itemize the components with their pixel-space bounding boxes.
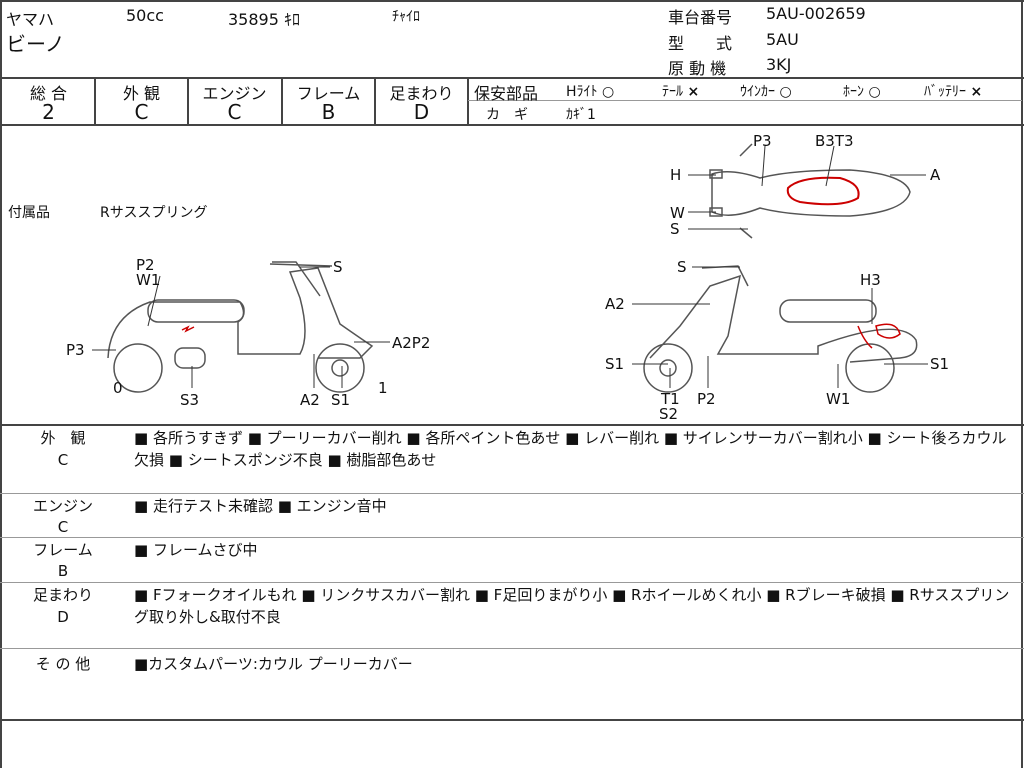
grade-exterior-label: 外 観 bbox=[122, 84, 161, 103]
safety-item-name: Hﾗｲﾄ bbox=[566, 84, 598, 100]
section-engine-grade: C bbox=[57, 518, 69, 536]
frame-no-label: 車台番号 bbox=[668, 8, 733, 27]
safety-headlight: Hﾗｲﾄ ○ bbox=[566, 81, 614, 101]
safety-tail: ﾃｰﾙ × bbox=[662, 81, 699, 101]
label-0: 0 bbox=[113, 379, 123, 397]
maker: ヤマハ bbox=[6, 10, 55, 29]
section-engine-text: ■ 走行テスト未確認 ■ エンジン音中 bbox=[134, 497, 387, 515]
section-suspension-label: 足まわり bbox=[32, 586, 93, 604]
label-p3: P3 bbox=[753, 132, 772, 150]
frame-no: 5AU-002659 bbox=[766, 4, 866, 23]
grade-overall-label: 総 合 bbox=[29, 84, 68, 103]
label-w: W bbox=[670, 204, 685, 222]
label-a2: A2 bbox=[300, 391, 320, 409]
section-other-label: そ の 他 bbox=[35, 655, 91, 673]
grade-suspension-label: 足まわり bbox=[389, 84, 454, 103]
safety-item-name: ﾎｰﾝ bbox=[843, 84, 864, 100]
label-w1: W1 bbox=[826, 390, 850, 408]
scooter-right-side bbox=[643, 265, 918, 393]
grade-engine-label: エンジン bbox=[202, 84, 267, 103]
label-b3t3: B3T3 bbox=[815, 132, 854, 150]
section-engine-label: エンジン bbox=[32, 497, 93, 515]
label-t1: T1 bbox=[660, 390, 680, 408]
label-w1: W1 bbox=[136, 271, 160, 289]
grade-exterior-value: C bbox=[134, 100, 149, 124]
section-other-text: ■カスタムパーツ:カウル プーリーカバー bbox=[134, 655, 413, 673]
key-value: ｶｷﾞ1 bbox=[566, 107, 596, 123]
label-s: S bbox=[677, 258, 687, 276]
scooter-top-view bbox=[709, 143, 911, 239]
section-frame-grade: B bbox=[57, 562, 69, 580]
safety-horn: ﾎｰﾝ ○ bbox=[843, 81, 881, 101]
label-h: H bbox=[670, 166, 681, 184]
safety-item-name: ﾊﾞｯﾃﾘｰ bbox=[924, 84, 966, 100]
safety-winker: ｳｲﾝｶｰ ○ bbox=[740, 81, 792, 101]
damage-diagram: P2 W1 S P3 A2P2 0 S3 A2 S1 1 S H3 A2 S1 … bbox=[66, 132, 949, 423]
label-s: S bbox=[333, 258, 343, 276]
safety-item-name: ｳｲﾝｶｰ bbox=[740, 84, 775, 100]
color: ﾁｬｲﾛ bbox=[392, 9, 420, 25]
type-label: 型 式 bbox=[668, 34, 733, 53]
safety-item-name: ﾃｰﾙ bbox=[662, 84, 683, 100]
safety-mark: ○ bbox=[601, 84, 615, 100]
accessories-label: 付属品 bbox=[8, 205, 50, 221]
safety-mark: ○ bbox=[779, 84, 792, 100]
scooter-left-side bbox=[107, 261, 374, 393]
label-s1: S1 bbox=[930, 355, 949, 373]
label-h3: H3 bbox=[860, 271, 881, 289]
label-a2: A2 bbox=[605, 295, 625, 313]
label-a: A bbox=[930, 166, 941, 184]
label-p2: P2 bbox=[136, 256, 155, 274]
damage-mark bbox=[857, 323, 901, 349]
grade-suspension-value: D bbox=[413, 100, 430, 124]
safety-mark: × bbox=[687, 84, 700, 100]
section-frame-text: ■ フレームさび中 bbox=[134, 541, 258, 559]
accessories-value: Rサススプリング bbox=[100, 205, 208, 221]
section-suspension-grade: D bbox=[57, 608, 69, 626]
mileage: 35895 ｷﾛ bbox=[228, 10, 300, 29]
grade-frame-value: B bbox=[321, 100, 336, 124]
section-exterior-grade: C bbox=[57, 451, 69, 469]
section-frame-label: フレーム bbox=[33, 541, 93, 559]
damage-mark bbox=[181, 325, 195, 333]
grade-frame-label: フレーム bbox=[296, 84, 361, 103]
safety-battery: ﾊﾞｯﾃﾘｰ × bbox=[924, 81, 982, 101]
label-1: 1 bbox=[378, 379, 388, 397]
engine-label: 原 動 機 bbox=[668, 59, 727, 78]
section-suspension-text: ■ Fフォークオイルもれ ■ リンクサスカバー割れ ■ F足回りまがり小 ■ R… bbox=[134, 586, 1010, 626]
leader-lines bbox=[92, 145, 928, 388]
label-p2: P2 bbox=[697, 390, 716, 408]
label-s2: S2 bbox=[659, 405, 678, 423]
section-exterior-label: 外 観 bbox=[40, 429, 86, 447]
label-s1: S1 bbox=[331, 391, 350, 409]
key-label: カ ギ bbox=[486, 107, 528, 123]
label-p3: P3 bbox=[66, 341, 85, 359]
safety-mark: ○ bbox=[868, 84, 881, 100]
damage-mark bbox=[786, 176, 860, 206]
label-a2p2: A2P2 bbox=[392, 334, 430, 352]
safety-mark: × bbox=[970, 84, 983, 100]
label-s: S bbox=[670, 220, 680, 238]
model-name: ビーノ bbox=[6, 32, 65, 56]
safety-label: 保安部品 bbox=[474, 84, 539, 103]
engine: 3KJ bbox=[766, 55, 792, 74]
label-s1: S1 bbox=[605, 355, 624, 373]
grade-engine-value: C bbox=[227, 100, 242, 124]
grade-overall-value: 2 bbox=[42, 100, 55, 124]
type: 5AU bbox=[766, 30, 799, 49]
section-exterior-text: ■ 各所うすきず ■ プーリーカバー削れ ■ 各所ペイント色あせ ■ レバー削れ… bbox=[134, 429, 1007, 469]
displacement: 50cc bbox=[126, 6, 164, 25]
label-s3: S3 bbox=[180, 391, 199, 409]
